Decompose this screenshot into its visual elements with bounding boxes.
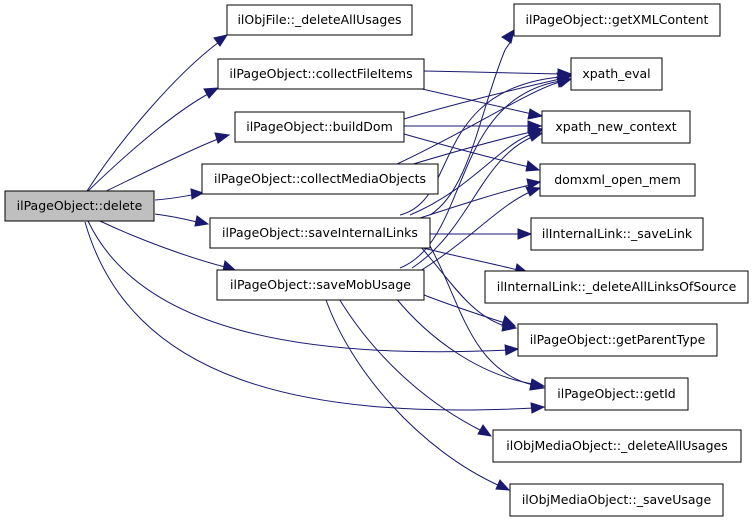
arrowhead [194,215,210,227]
nodes: ilPageObject::delete ilObjFile::_deleteA… [4,3,749,517]
edge [87,220,511,353]
node-ilinternallink-savelink[interactable]: ilInternalLink::_saveLink [530,217,704,251]
node-label: domxml_open_mem [554,172,681,187]
arrowhead [501,315,517,327]
edge [84,221,535,411]
node-label: ilPageObject::getId [557,386,676,401]
node-label: ilPageObject::saveInternalLinks [222,225,418,240]
node-label: ilPageObject::saveMobUsage [230,277,411,292]
edge [101,138,219,194]
node-xpath-eval[interactable]: xpath_eval [570,57,663,91]
node-label: ilObjFile::_deleteAllUsages [237,12,401,27]
node-xpath-new-context[interactable]: xpath_new_context [541,110,691,144]
node-label: ilObjMediaObject::_deleteAllUsages [506,438,727,453]
edge [403,78,561,120]
arrowhead [556,76,573,88]
node-label: ilInternalLink::_saveLink [542,226,693,241]
arrowhead [495,479,511,491]
edge [411,136,533,269]
edge [394,81,561,166]
node-ilobjfile-deleteallusages[interactable]: ilObjFile::_deleteAllUsages [226,4,413,36]
node-ilpageobject-savemobusage[interactable]: ilPageObject::saveMobUsage [216,269,425,301]
node-ilpageobject-builddom[interactable]: ilPageObject::buildDom [234,111,405,143]
node-domxml-open-mem[interactable]: domxml_open_mem [539,163,696,197]
edge [154,213,198,223]
edge [99,220,226,268]
arrowhead [525,186,542,197]
arrowhead [525,160,541,172]
edge [399,76,561,216]
node-ilpageobject-collectfileitems[interactable]: ilPageObject::collectFileItems [217,58,425,90]
node-label: xpath_new_context [555,119,676,134]
edge [324,296,501,487]
edge [419,191,531,272]
edge [409,131,532,166]
edge [423,294,506,324]
node-ilpageobject-getxmlcontent[interactable]: ilPageObject::getXMLContent [513,3,721,37]
arrowhead [477,424,493,437]
node-ilpageobject-saveinternallinks[interactable]: ilPageObject::saveInternalLinks [209,217,431,249]
edge [399,80,561,269]
edge [423,70,562,75]
edge [394,296,534,385]
node-label: ilPageObject::collectMediaObjects [214,171,426,186]
node-ilinternallink-deletealllinksofsource[interactable]: ilInternalLink::_deleteAllLinksOfSource [484,270,749,304]
node-label: ilPageObject::delete [17,198,143,213]
edge [419,184,531,219]
arrowhead [504,344,520,356]
edge [429,245,534,386]
arrowhead [529,378,546,390]
edge [154,194,193,201]
arrowhead [190,188,205,200]
node-label: xpath_eval [582,66,650,81]
arrowhead [527,131,544,142]
node-label: ilPageObject::collectFileItems [229,66,412,81]
node-ilpageobject-getparenttype[interactable]: ilPageObject::getParentType [517,323,718,357]
arrowhead [203,87,220,99]
node-label: ilObjMediaObject::_saveUsage [522,492,712,507]
node-label: ilPageObject::getXMLContent [526,12,709,27]
edge [86,93,209,193]
node-ilpageobject-collectmediaobjects[interactable]: ilPageObject::collectMediaObjects [201,163,439,195]
edge [86,41,220,192]
edge [337,296,483,432]
arrowhead [526,178,542,190]
arrowhead [213,34,229,47]
node-ilpageobject-delete[interactable]: ilPageObject::delete [4,190,155,222]
node-label: ilInternalLink::_deleteAllLinksOfSource [497,279,737,294]
node-label: ilPageObject::buildDom [246,119,393,134]
node-ilobjmediaobject-saveusage[interactable]: ilObjMediaObject::_saveUsage [509,483,724,517]
node-ilobjmediaobject-deleteallusages[interactable]: ilObjMediaObject::_deleteAllUsages [492,429,742,463]
node-label: ilPageObject::getParentType [530,332,706,347]
arrowhead [214,132,231,144]
arrowhead [517,228,533,240]
edges [84,28,573,491]
arrowhead [530,402,546,414]
edge [409,133,533,216]
arrowhead [527,108,544,120]
edge [419,245,506,327]
edge [429,38,513,216]
node-ilpageobject-getid[interactable]: ilPageObject::getId [544,377,689,411]
arrowhead [501,28,515,44]
